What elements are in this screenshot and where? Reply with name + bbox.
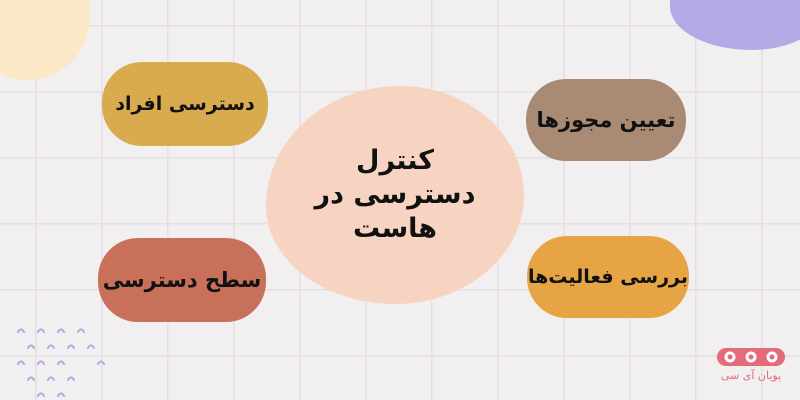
brand-logo: پویان آی سی: [712, 347, 786, 393]
decorative-dots: [17, 328, 105, 397]
node-people-access: دسترسی افراد: [102, 62, 268, 146]
center-topic-label: کنترل دسترسی در هاست: [314, 145, 476, 244]
node-access-level: سطح دسترسی: [98, 238, 266, 322]
node-label: دسترسی افراد: [115, 93, 255, 115]
node-assign-permissions: تعیین مجوزها: [526, 79, 686, 161]
logo-icon: [717, 348, 785, 366]
decorative-blob-yellow: [0, 0, 90, 80]
node-label: سطح دسترسی: [102, 268, 262, 292]
decorative-blob-purple: [670, 0, 800, 50]
logo-text: پویان آی سی: [720, 369, 782, 382]
center-topic: کنترل دسترسی در هاست: [266, 86, 524, 304]
node-label: بررسی فعالیت‌ها: [527, 266, 689, 288]
node-label: تعیین مجوزها: [536, 108, 676, 132]
node-activity-review: بررسی فعالیت‌ها: [527, 236, 689, 318]
